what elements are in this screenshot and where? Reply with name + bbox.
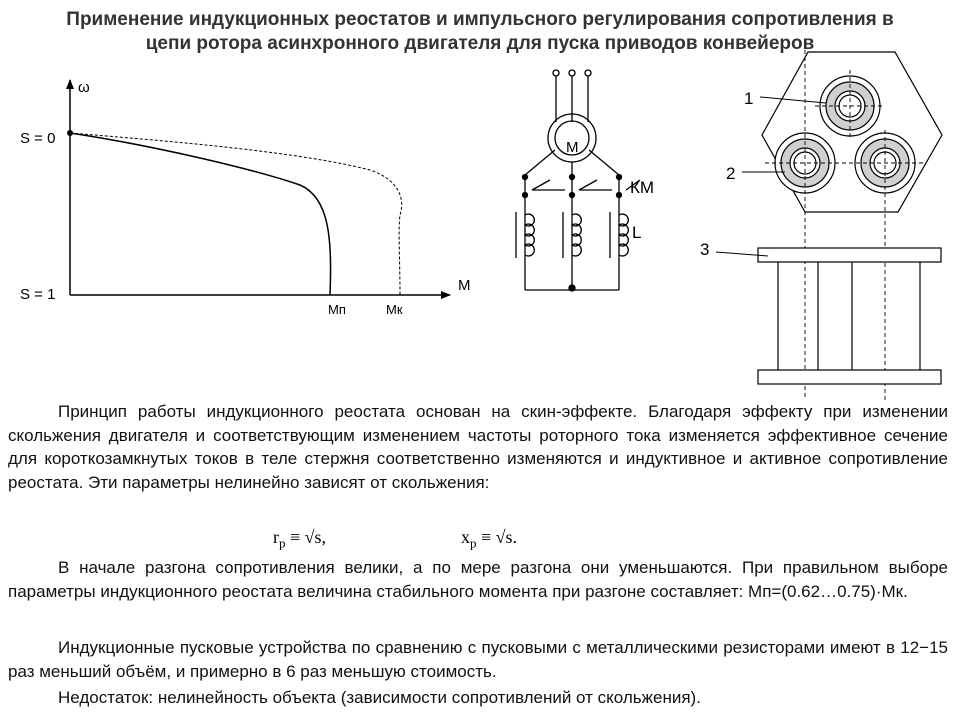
formula-rp: rp ≡ √s, (273, 527, 327, 551)
omega-label: ω (78, 79, 90, 96)
rheostat-construction (715, 50, 943, 400)
circuit-diagram (515, 69, 641, 292)
title-line-2: цепи ротора асинхронного двигателя для п… (145, 33, 815, 54)
km-contact-3 (625, 179, 641, 191)
part-1-label: 1 (744, 89, 753, 108)
paragraph-drawback: Недостаток: нелинейность объекта (зависи… (58, 688, 701, 707)
m-axis-label: M (458, 277, 471, 294)
km-label: КМ (630, 178, 654, 197)
paragraph-principle: Принцип работы индукционного реостата ос… (8, 402, 948, 492)
motor-label: M (566, 139, 579, 156)
part-3-label: 3 (700, 240, 709, 259)
formula-xp: xp ≡ √s. (461, 527, 518, 551)
bottom-plate (757, 369, 942, 385)
mp-label: Mп (328, 302, 346, 317)
l-label: L (632, 223, 641, 242)
characteristic-curve-mk (69, 132, 403, 296)
slide-title: Применение индукционных реостатов и импу… (0, 8, 960, 56)
paragraph-advantage: Индукционные пусковые устройства по срав… (8, 638, 948, 681)
part-2-label: 2 (726, 164, 735, 183)
title-line-1: Применение индукционных реостатов и импу… (66, 9, 894, 30)
speed-torque-graph: ω M S = 0 S = 1 Mп Mк (20, 79, 471, 317)
top-plate (757, 247, 942, 263)
s0-label: S = 0 (20, 130, 55, 147)
characteristic-curve-mp (69, 132, 332, 296)
inductor-l2 (570, 213, 582, 257)
figures: ω M S = 0 S = 1 Mп Mк (20, 50, 943, 400)
inductor-l1 (523, 213, 535, 257)
inductor-l3 (617, 213, 629, 257)
km-contact-1 (531, 179, 551, 191)
paragraph-start: В начале разгона сопротивления велики, а… (8, 558, 948, 601)
mk-label: Mк (386, 302, 403, 317)
s1-label: S = 1 (20, 286, 55, 303)
km-contact-2 (578, 179, 598, 191)
